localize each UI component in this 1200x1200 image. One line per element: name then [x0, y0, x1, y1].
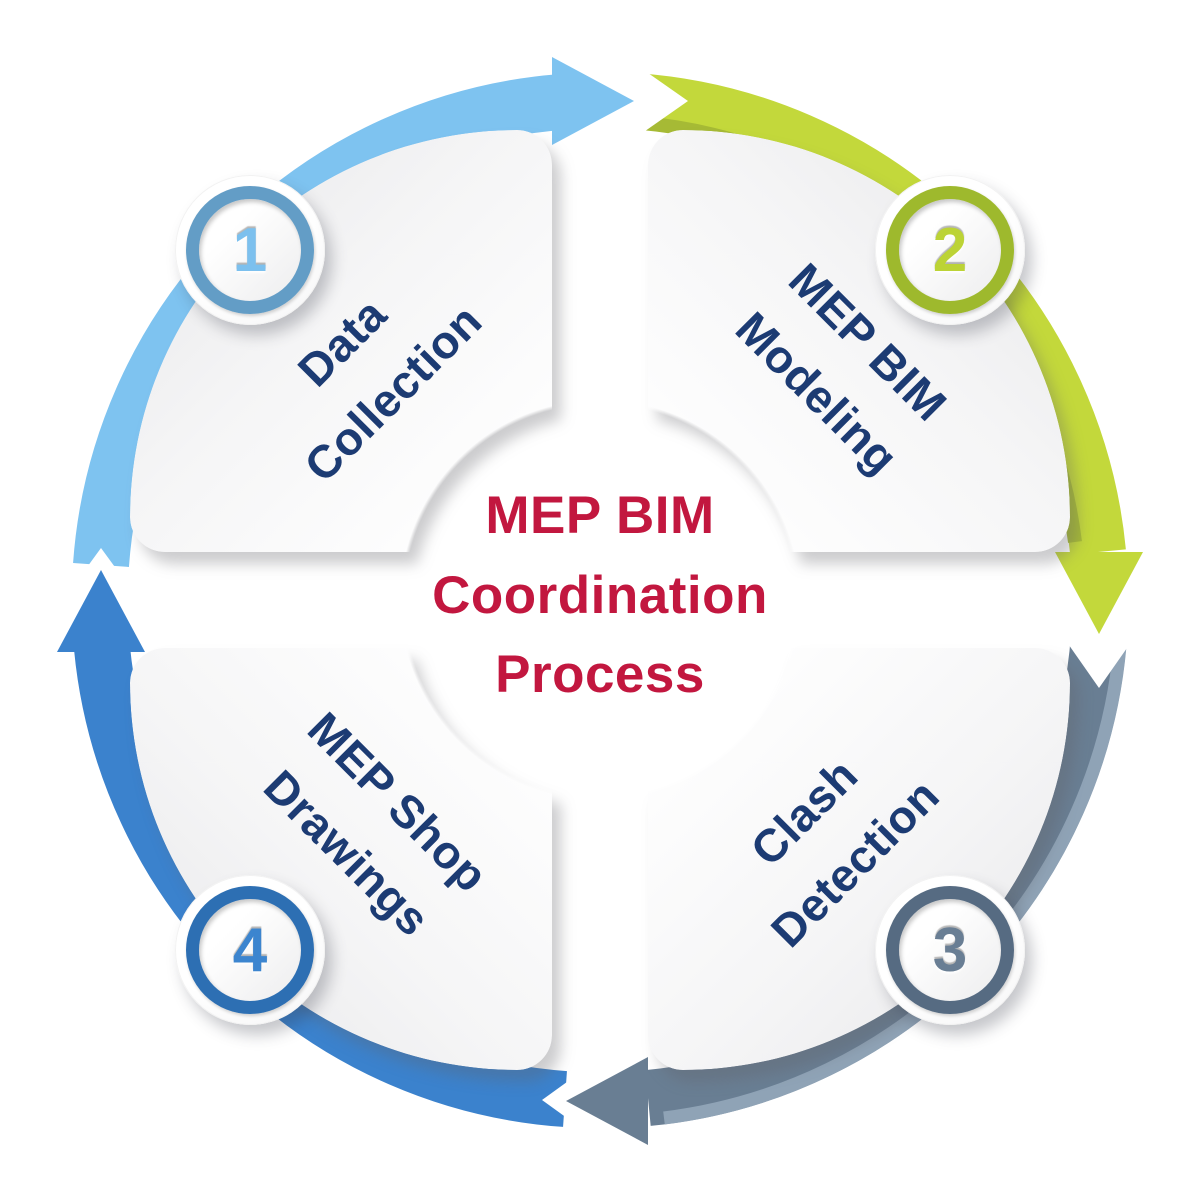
diagram-title: MEP BIM Coordination Process: [340, 476, 860, 714]
step-number: 1: [232, 215, 268, 285]
notch-right: [1050, 618, 1148, 688]
arrowhead-step-3: [566, 1057, 648, 1145]
step-badge-ring: 3: [886, 886, 1014, 1014]
arrowhead-step-2: [1055, 552, 1143, 634]
arrowhead-step-4: [57, 570, 145, 652]
step-badge-1: 1: [175, 175, 325, 325]
step-number: 4: [232, 915, 268, 985]
diagram-title-line: Process: [495, 644, 705, 704]
step-badge-ring: 4: [186, 886, 314, 1014]
step-badge-ring: 1: [186, 186, 314, 314]
arrowhead-step-1: [552, 57, 634, 145]
diagram-title-line: Coordination: [432, 565, 768, 625]
step-number: 3: [932, 915, 968, 985]
step-badge-3: 3: [875, 875, 1025, 1025]
notch-top: [618, 52, 688, 150]
step-number: 2: [932, 215, 968, 285]
diagram-title-line: MEP BIM: [485, 485, 715, 545]
step-badge-2: 2: [875, 175, 1025, 325]
step-badge-ring: 2: [886, 186, 1014, 314]
step-badge-4: 4: [175, 875, 325, 1025]
